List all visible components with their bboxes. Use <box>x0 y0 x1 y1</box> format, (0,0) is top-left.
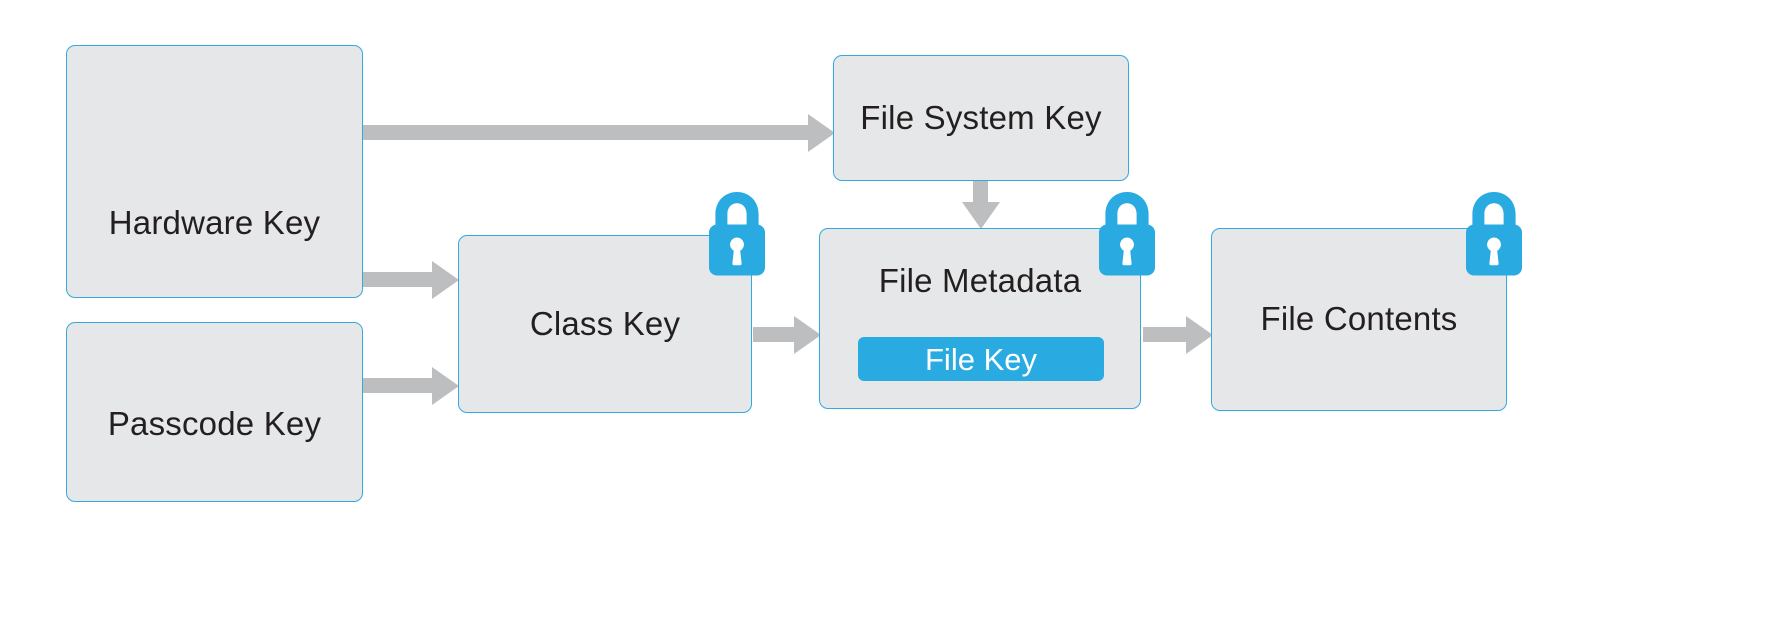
arrow-shaft <box>363 272 433 287</box>
arrow-head <box>432 260 459 299</box>
node-file-system-key[interactable]: File System Key <box>833 55 1129 181</box>
node-label: File System Key <box>860 98 1102 136</box>
arrow-shaft <box>1143 327 1187 342</box>
arrow-shaft <box>363 378 433 393</box>
node-class-key[interactable]: Class Key <box>458 235 752 413</box>
lock-icon <box>1096 190 1158 278</box>
node-file-metadata[interactable]: File Metadata <box>819 228 1141 409</box>
node-label: Class Key <box>529 304 681 342</box>
arrow-head <box>432 366 459 405</box>
arrow-head <box>961 202 1000 229</box>
node-hardware-key[interactable]: Hardware Key <box>66 45 363 298</box>
node-label: File Contents <box>1260 300 1458 338</box>
arrow-shaft <box>363 125 810 140</box>
arrow-head <box>1186 315 1213 354</box>
lock-icon <box>1463 190 1525 278</box>
lock-icon <box>706 190 768 278</box>
file-key-pill[interactable]: File Key <box>858 337 1104 381</box>
node-label: Passcode Key <box>107 404 322 442</box>
arrow-shaft <box>973 181 988 203</box>
arrow-head <box>808 113 835 152</box>
file-key-label: File Key <box>925 341 1037 377</box>
arrow-shaft <box>753 327 795 342</box>
arrow-head <box>794 315 821 354</box>
node-label: File Metadata <box>878 262 1082 299</box>
node-label: Hardware Key <box>108 204 321 242</box>
node-file-contents[interactable]: File Contents <box>1211 228 1507 411</box>
node-passcode-key[interactable]: Passcode Key <box>66 322 363 502</box>
